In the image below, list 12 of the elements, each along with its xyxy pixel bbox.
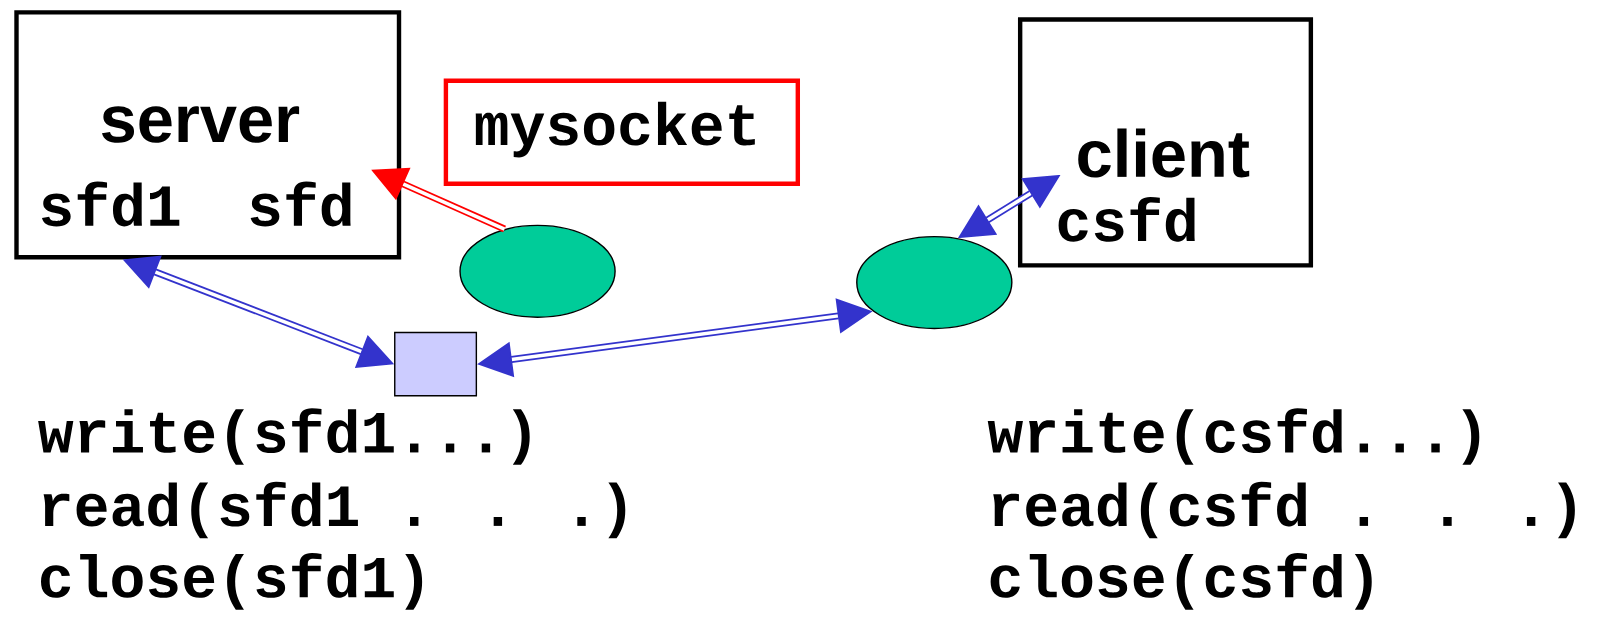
- labeled-box: mysocket: [443, 78, 800, 186]
- oval: [459, 224, 616, 318]
- code-line: close(csfd): [990, 553, 1372, 610]
- code-line: read(csfd . . .): [993, 481, 1575, 539]
- code-line: close(sfd1): [41, 553, 423, 610]
- labeled-box: server sfd1 sfd: [14, 10, 402, 260]
- oval: [856, 235, 1013, 330]
- code-line: write(sfd1...): [38, 408, 530, 465]
- code-line: write(csfd...): [987, 408, 1480, 465]
- square: [394, 331, 478, 397]
- code-line: read(sfd1 . . .): [43, 481, 626, 539]
- labeled-box: client csfd: [1017, 17, 1314, 268]
